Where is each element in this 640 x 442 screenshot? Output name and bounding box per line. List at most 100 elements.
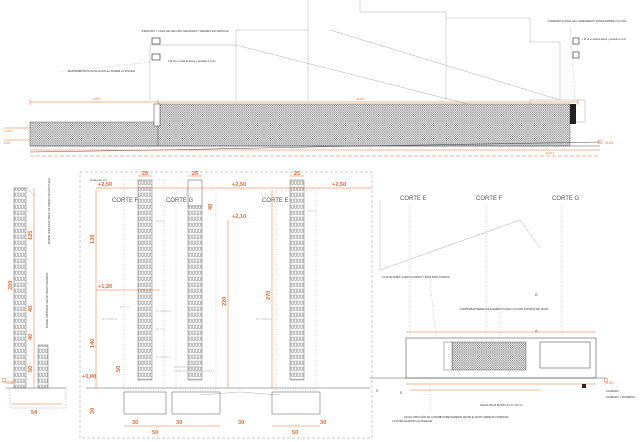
note-salida-impulsion: SALIDA IMPULSIÓN DE LA BOMBA DIRECTAMENT… — [404, 416, 509, 419]
grey-label: BKY1.1 — [156, 327, 165, 331]
dim-25-e: 25 — [294, 171, 300, 177]
outline-e — [275, 189, 317, 391]
column-e — [289, 179, 305, 381]
note-principio: PRINCIPIO Y FINAL DE CELOSÍA -MACIZADO Y… — [142, 29, 230, 33]
note-comienzo: COMIENZO EL FINAL DEL CERRAMIENTO DONDE … — [548, 20, 627, 23]
note-comprobar: COMPROBAR MEDIDA DE ELEMENTOS PARA AJUST… — [460, 308, 549, 311]
section-left: 125 200 40 40 50 54 +0,00 BORDE SUPERIOR… — [1, 178, 67, 416]
fence-post — [153, 103, 161, 127]
dim-54: 54 — [31, 410, 38, 416]
detail-symbol — [151, 37, 161, 45]
grey-label: BKY1.1 — [308, 209, 317, 213]
note-borde-b: BORDE SUPERIOR SEGÚN MURO TERRENO — [44, 273, 49, 328]
level-symbol — [1, 377, 7, 383]
detail-symbol — [572, 37, 580, 45]
grey-label: BKY1.1 — [156, 219, 165, 223]
level-zero-left: +0,00 — [4, 380, 15, 385]
level-left-a: +0,00 — [4, 129, 12, 133]
dim-30: 30 — [90, 408, 96, 414]
leader-line — [25, 187, 37, 197]
wall-section-base — [37, 344, 49, 389]
footing-f — [123, 391, 167, 415]
mark-b: B — [535, 293, 538, 297]
plan-mesh — [451, 341, 527, 371]
legend-acabado: ACABADO — [606, 389, 619, 393]
perspective-lines — [379, 200, 541, 271]
grey-label: Ø7.5x380mm — [156, 309, 172, 313]
dim-25-f: 25 — [142, 171, 148, 177]
note-caja-perfil: CAJA DE PERFIL ACERO ALUMINIO Y BASE PAR… — [382, 276, 450, 279]
level-250-a: +2,50 — [98, 182, 112, 188]
leader-line — [59, 61, 151, 73]
level-250-b: +2,50 — [232, 182, 246, 188]
leader-line — [429, 279, 437, 339]
leader-line — [569, 25, 576, 101]
label-corte-f: CORTE F — [112, 198, 139, 204]
label-corte-g-right: CORTE G — [552, 196, 580, 202]
section-center: Cotas en cm CORTE F CORTE G CORTE E 25 2… — [79, 171, 373, 439]
dim-bottom-6: 30 — [320, 420, 326, 426]
level-symbol — [597, 139, 603, 145]
grey-label: Ø7.5x380mm — [156, 355, 172, 359]
level-right: +0,00 — [604, 141, 613, 145]
level-250-c: +2,50 — [332, 182, 346, 188]
grey-label: Ø7.5x380mm — [256, 317, 272, 321]
footing-e — [271, 391, 321, 415]
terrain-line — [29, 141, 601, 153]
level-zero: +0,00 — [82, 374, 96, 380]
note-fix: 1 Ø 16 en toda la altura y anclado a mur… — [168, 59, 216, 63]
grey-label: Ø7.5x380mm — [102, 317, 118, 321]
dim-50: 50 — [116, 366, 122, 372]
wall-section-left — [13, 187, 27, 389]
label-corte-f-right: CORTE F — [476, 196, 503, 202]
legend-acabado-moderno: ACABADO Y MODERNO — [606, 395, 635, 399]
level-right-plan: +0,00 — [604, 381, 613, 385]
dim-40a: 40 — [28, 306, 34, 312]
dim-bottom-5: 50 — [292, 430, 298, 436]
elevation-view: 128,5 412,8 1410,5 +0,00 0,00 +0,00 PRIN… — [4, 0, 627, 157]
marker-square — [582, 384, 586, 388]
dim-bottom-3: 30 — [176, 420, 182, 426]
fence-mesh-left — [29, 121, 159, 147]
column-g — [187, 205, 203, 381]
building-outline — [149, 0, 309, 100]
dim-40b: 40 — [28, 334, 34, 340]
section-right: CORTE E CORTE F CORTE G +0,00 E E A B CA… — [370, 196, 635, 423]
center-frame — [79, 171, 373, 439]
label-corte-g: CORTE G — [166, 198, 194, 204]
column-f — [137, 179, 153, 381]
dim-40: 40 — [208, 204, 214, 210]
note-mantener: MANTENER ESTA ZONA HASTA EL BORDE LA PIS… — [68, 69, 135, 73]
dim-270: 270 — [266, 291, 272, 300]
dim-140: 140 — [90, 339, 96, 348]
grey-label: BKY1.1 — [120, 305, 129, 309]
dim-200: 200 — [8, 281, 14, 290]
grey-label: ZONA DE ACABADO — [174, 365, 199, 369]
dim-125: 125 — [28, 231, 34, 240]
note-borde-a: BORDE SUPERIOR MURO DE PIEDRA SEGÚN PLAN… — [46, 178, 51, 244]
dim-label: 1410,5 — [546, 151, 555, 155]
dim-bottom-2: 50 — [152, 430, 158, 436]
label-corte-e-right: CORTE E — [400, 196, 427, 202]
mark-a: A — [535, 329, 538, 333]
dim-bottom-4: 30 — [238, 420, 244, 426]
note-caja-mecanismos: CAJA MECANISMOS LLE MODELAR — [392, 420, 433, 423]
terrain-curve — [199, 391, 281, 396]
building-outline-right — [359, 0, 561, 100]
dim-50: 50 — [28, 366, 34, 372]
note-salida-boton: SALIDA HACIA BOTÓN (D 1,5 ó 25 cm) — [480, 404, 523, 407]
detail-symbol — [151, 53, 161, 61]
dim-bottom-1: 30 — [132, 420, 138, 426]
outline-g — [175, 189, 217, 391]
grey-label: CIMENTACIÓN SEGÚN CÁLCULO — [174, 368, 215, 373]
level-210: +2,10 — [232, 214, 246, 220]
note-cotas: Cotas en cm — [90, 178, 107, 182]
dim-label: 128,5 — [93, 97, 100, 101]
mark-e-2: E — [376, 389, 379, 393]
level-120: +1,20 — [98, 284, 112, 290]
fence-end-post — [570, 104, 576, 124]
fence-mesh-main — [157, 103, 571, 147]
outline-f — [123, 179, 165, 391]
level-left-b: 0,00 — [4, 141, 10, 145]
